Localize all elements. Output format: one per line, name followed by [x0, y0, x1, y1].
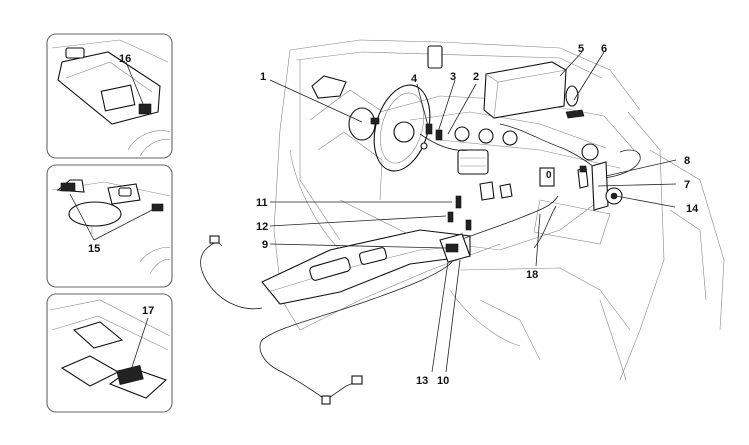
switch-off-label: 0 — [546, 170, 552, 181]
leader-lines — [269, 51, 677, 373]
callout-5: 5 — [578, 43, 584, 55]
callout-11: 11 — [256, 197, 268, 209]
airbag-module-driver — [348, 107, 380, 141]
callout-1: 1 — [260, 71, 266, 83]
inset-panel-hood-label: 17 — [46, 293, 173, 413]
inset-panel-mirror-label: 15 — [46, 164, 173, 288]
callout-12: 12 — [256, 221, 268, 233]
callout-14: 14 — [686, 203, 699, 215]
callout-15: 15 — [88, 243, 100, 255]
callout-10: 10 — [437, 375, 449, 387]
callout-8: 8 — [684, 155, 690, 167]
inset-panel-sun-visor: 16 — [46, 33, 173, 159]
callout-numbers: 1 2 3 4 5 6 7 8 9 10 11 12 13 14 18 — [256, 43, 699, 387]
callout-9: 9 — [262, 239, 268, 251]
callout-18: 18 — [526, 269, 538, 281]
callout-2: 2 — [473, 71, 479, 83]
cabin-outline — [261, 39, 725, 381]
callout-13: 13 — [416, 375, 428, 387]
callout-6: 6 — [601, 43, 607, 55]
wiring-harness-and-sensors: 0 — [200, 123, 641, 405]
callout-3: 3 — [450, 71, 456, 83]
callout-7: 7 — [684, 179, 690, 191]
callout-16: 16 — [119, 53, 131, 65]
callout-17: 17 — [142, 305, 154, 317]
callout-4: 4 — [411, 73, 418, 85]
airbag-module-passenger — [483, 61, 585, 119]
steering-wheel — [373, 84, 431, 172]
